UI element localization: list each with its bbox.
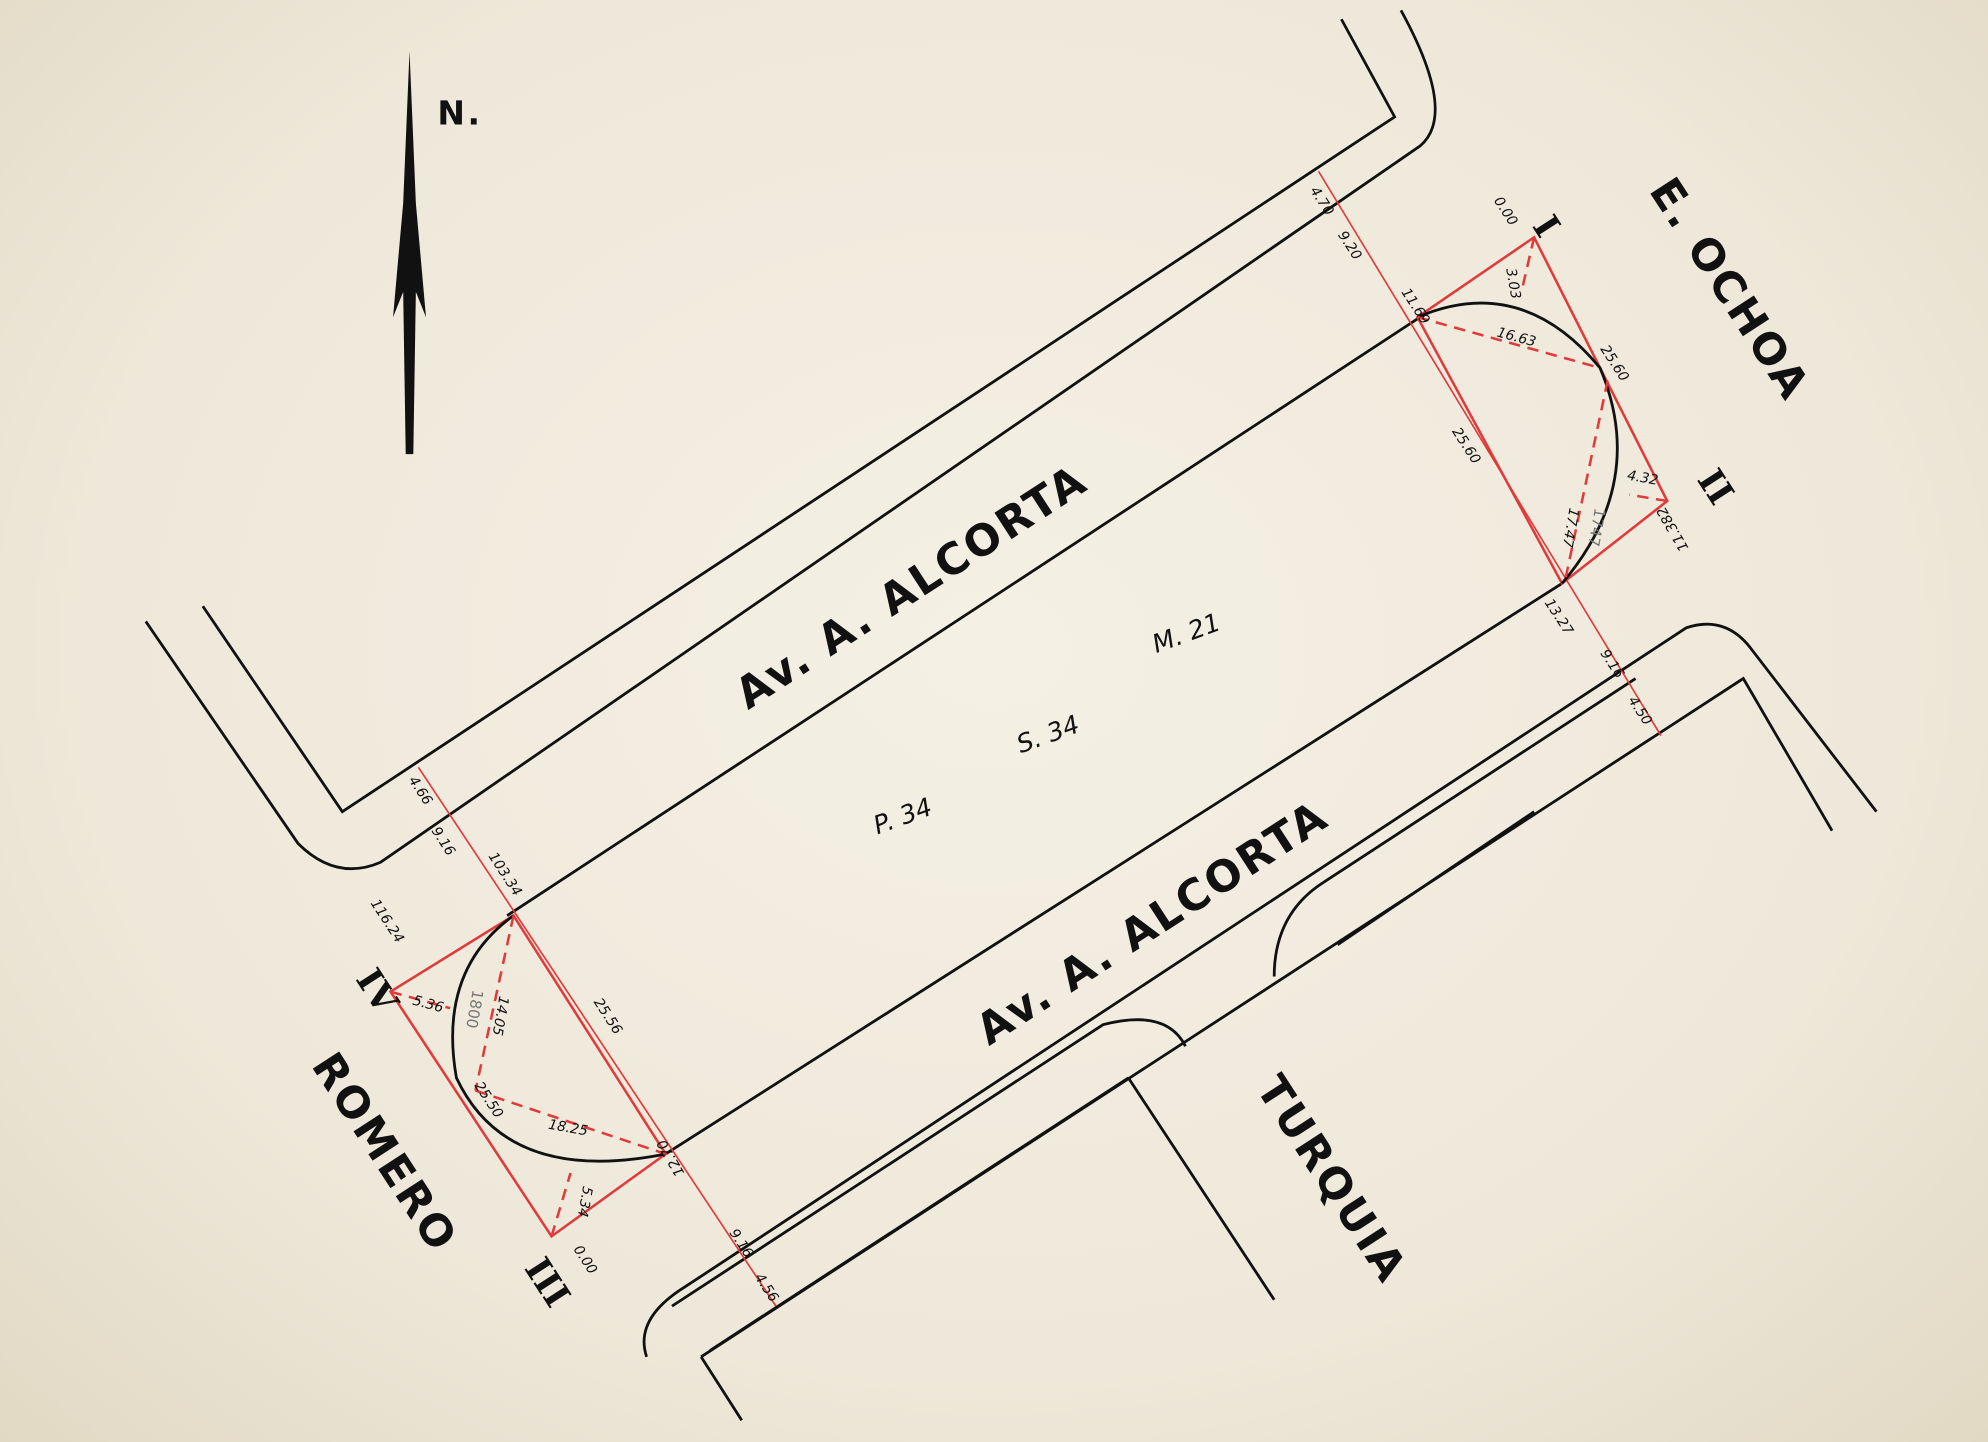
measure-label: 3.03: [1502, 267, 1523, 300]
street-label-romero: ROMERO: [301, 1044, 467, 1262]
north-label: N.: [437, 93, 482, 132]
measure-label: 0.00: [1490, 194, 1520, 229]
lower-right-block-outline: [642, 622, 1878, 1421]
vertex-IV: IV: [347, 962, 406, 1023]
survey-right: [1317, 170, 1669, 737]
measure-label: 4.32: [1626, 468, 1659, 489]
measure-label: 5.36: [411, 993, 445, 1017]
street-label-alcorta-lower: Av. A. ALCORTA: [968, 791, 1338, 1055]
measure-label: 9.16: [428, 824, 458, 859]
measure-label: 17.47: [1559, 507, 1582, 549]
upper-block-outline: [144, 9, 1437, 871]
pencil-note: 1800: [462, 988, 486, 1029]
measure-label: 4.56: [751, 1270, 781, 1305]
lower-left-block-outline: [671, 1018, 1276, 1352]
vertex-I: I: [1524, 208, 1567, 244]
measure-label: 4.50: [1625, 694, 1655, 729]
lot-seccion: S. 34: [1012, 709, 1083, 759]
measure-label: 9.20: [1334, 228, 1364, 263]
street-label-ochoa: E. OCHOA: [1639, 169, 1819, 409]
north-arrow-icon: [393, 50, 426, 455]
measure-label: 11.382: [1654, 504, 1692, 554]
measure-label: 9.16: [1597, 647, 1627, 682]
lot-manzana: M. 21: [1148, 607, 1224, 659]
measure-label: 116.24: [367, 896, 407, 946]
measure-label: 5.34: [574, 1185, 595, 1218]
measure-label: 4.66: [405, 773, 435, 808]
measure-label: 16.63: [1495, 325, 1538, 351]
lot-parcela: P. 34: [869, 791, 936, 840]
survey-left: [388, 766, 777, 1307]
lot-south-boundary: [664, 582, 1563, 1156]
lot-north-boundary: [506, 316, 1421, 917]
vertex-III: III: [516, 1251, 578, 1315]
pencil-note: 1747: [1584, 507, 1608, 548]
measure-label: 13.27: [1541, 596, 1576, 638]
measure-label: 25.60: [1597, 342, 1632, 384]
measure-label: 103.34: [485, 849, 525, 899]
measure-label: 14.05: [489, 995, 512, 1037]
measure-label: 18.25: [547, 1117, 589, 1140]
measure-label: 25.56: [590, 995, 625, 1037]
measure-label: 0.00: [570, 1243, 600, 1278]
measure-label: 4.70: [1306, 184, 1336, 219]
vertex-II: II: [1689, 462, 1741, 512]
street-label-turquia: TURQUIA: [1246, 1067, 1417, 1292]
